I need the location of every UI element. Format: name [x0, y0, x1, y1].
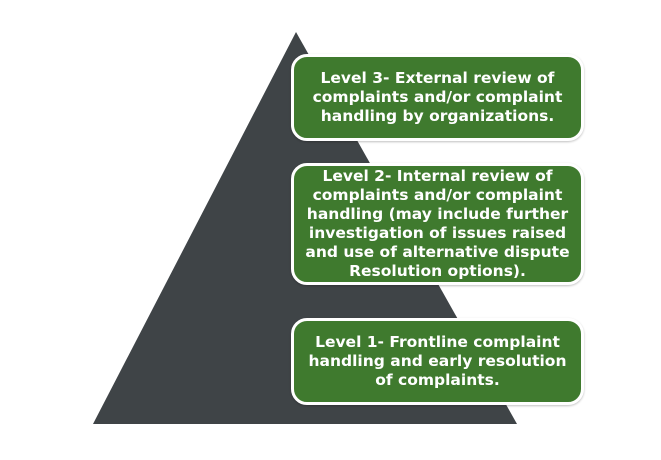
level-3-box: Level 3- External review of complaints a… [291, 54, 584, 141]
level-1-text: Level 1- Frontline complaint handling an… [308, 333, 567, 389]
level-2-text: Level 2- Internal review of complaints a… [305, 167, 570, 280]
level-3-text: Level 3- External review of complaints a… [312, 69, 563, 125]
level-1-box: Level 1- Frontline complaint handling an… [291, 318, 584, 405]
level-2-box: Level 2- Internal review of complaints a… [291, 163, 584, 285]
